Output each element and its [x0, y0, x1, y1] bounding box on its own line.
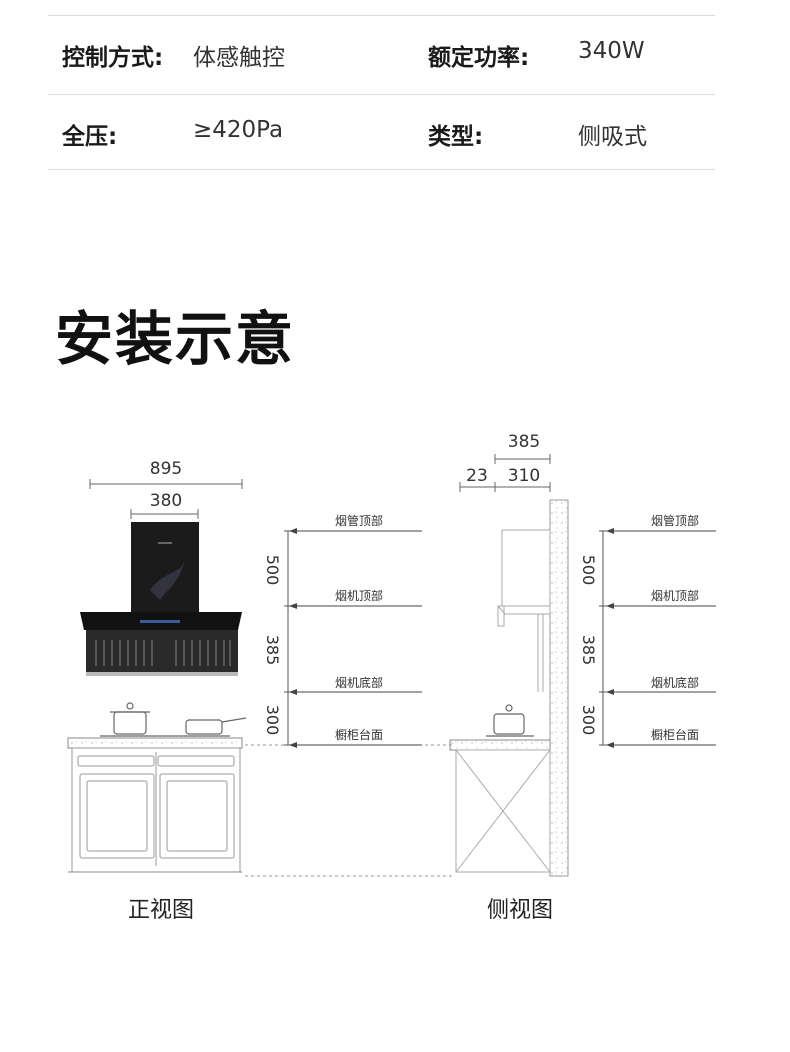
front-countertop — [67, 737, 243, 749]
spec-value-power: 340W — [578, 38, 645, 64]
side-dim-total: 385 — [508, 432, 540, 452]
spec-label-power: 额定功率: — [428, 45, 530, 71]
front-dim-chimney: 380 — [150, 491, 182, 511]
spec-divider-bottom — [48, 169, 715, 170]
side-wall — [549, 499, 569, 877]
side-view-caption: 侧视图 — [487, 898, 554, 923]
front-level-hood-bottom: 烟机底部 — [335, 675, 383, 690]
front-height-500: 500 — [263, 555, 282, 586]
side-countertop — [449, 739, 551, 751]
front-height-385: 385 — [263, 635, 282, 666]
spec-label-control: 控制方式: — [62, 45, 164, 71]
side-level-countertop: 橱柜台面 — [651, 727, 699, 742]
front-view-caption: 正视图 — [128, 898, 195, 923]
side-level-hood-top: 烟机顶部 — [651, 588, 699, 603]
spec-label-type: 类型: — [428, 124, 484, 150]
spec-divider-middle — [48, 94, 715, 95]
side-dim-depth: 310 — [508, 466, 540, 486]
side-height-500: 500 — [579, 555, 598, 586]
spec-label-pressure: 全压: — [62, 124, 118, 150]
spec-divider-top — [48, 15, 715, 16]
side-cabinet — [455, 749, 551, 873]
side-height-385: 385 — [579, 635, 598, 666]
section-title: 安装示意 — [55, 305, 296, 373]
front-level-duct-top: 烟管顶部 — [335, 513, 383, 528]
spec-value-type: 侧吸式 — [578, 124, 647, 150]
side-level-hood-bottom: 烟机底部 — [651, 675, 699, 690]
spec-value-control: 体感触控 — [193, 45, 285, 71]
side-dim-gap: 23 — [466, 466, 488, 486]
front-height-300: 300 — [263, 705, 282, 736]
front-cabinet — [68, 747, 242, 873]
hood-chimney — [131, 522, 199, 614]
side-level-duct-top: 烟管顶部 — [651, 513, 699, 528]
front-level-hood-top: 烟机顶部 — [335, 588, 383, 603]
side-hood-outline — [496, 529, 551, 692]
front-dim-width: 895 — [150, 459, 182, 479]
side-height-300: 300 — [579, 705, 598, 736]
stove-pots — [100, 702, 247, 737]
hood-base — [86, 630, 238, 674]
front-level-countertop: 橱柜台面 — [335, 727, 383, 742]
spec-value-pressure: ≥420Pa — [193, 117, 284, 143]
